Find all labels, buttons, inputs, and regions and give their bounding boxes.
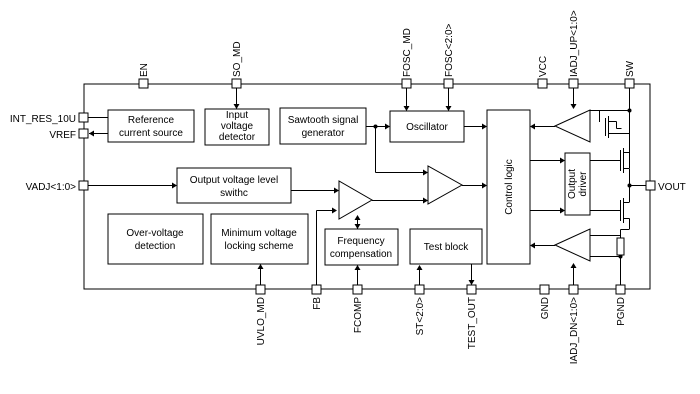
- pin-vadj-label: VADJ<1:0>: [26, 182, 77, 193]
- reference-line-1: Reference: [128, 115, 175, 126]
- output-level-line-1: Output voltage level: [190, 175, 278, 186]
- pin-gnd: GND: [539, 284, 551, 319]
- pin-test-out: TEST_OUT: [466, 264, 478, 349]
- output-driver-line-1: Output: [567, 169, 578, 199]
- pin-int-res-10u: INT_RES_10U: [10, 112, 113, 125]
- pin-int-res-10u-label: INT_RES_10U: [10, 114, 76, 125]
- reference-current-source-block: Reference current source: [107, 109, 195, 143]
- pin-vadj: VADJ<1:0>: [26, 180, 177, 193]
- pin-vcc-label: VCC: [538, 56, 549, 77]
- signal-wires: [291, 123, 565, 249]
- input-detector-line-2: voltage: [221, 121, 254, 132]
- min-voltage-line-1: Minimum voltage: [221, 228, 297, 239]
- sawtooth-line-2: generator: [302, 128, 345, 139]
- error-amplifier: [338, 180, 374, 220]
- pin-so-md-label: SO_MD: [232, 41, 243, 77]
- freq-comp-line-2: compensation: [330, 249, 392, 260]
- min-voltage-line-2: locking scheme: [225, 241, 294, 252]
- pin-iadj-dn: IADJ_DN<1:0>: [568, 263, 580, 364]
- pin-vref-label: VREF: [49, 130, 76, 141]
- test-block-label: Test block: [424, 242, 469, 253]
- input-detector-line-1: Input: [226, 110, 248, 121]
- pin-vout-label: VOUT: [658, 182, 686, 193]
- reference-line-2: current source: [119, 128, 183, 139]
- pin-iadj-up-label: IADJ_UP<1:0>: [569, 10, 580, 77]
- over-voltage-detection-block: Over-voltage detection: [107, 213, 204, 265]
- pin-fb-label: FB: [312, 297, 323, 310]
- pin-fcomp: FCOMP: [352, 265, 364, 333]
- input-detector-line-3: detector: [219, 132, 256, 143]
- pin-fb: FB: [311, 207, 337, 310]
- pin-vref: VREF: [49, 128, 108, 141]
- control-logic-label: Control logic: [504, 159, 515, 215]
- power-stage: [590, 88, 632, 285]
- output-driver-line-2: driver: [578, 171, 589, 197]
- sawtooth-generator-block: Sawtooth signal generator: [279, 107, 367, 145]
- output-level-line-2: swithc: [220, 188, 248, 199]
- pin-fosc-label: FOSC<2:0>: [444, 23, 455, 77]
- over-voltage-line-2: detection: [135, 241, 176, 252]
- pin-iadj-up: IADJ_UP<1:0>: [568, 10, 580, 109]
- pin-fosc-md-label: FOSC_MD: [402, 28, 413, 77]
- pin-pgnd: PGND: [615, 284, 627, 326]
- output-voltage-level-switch-block: Output voltage level swithc: [176, 167, 292, 204]
- pin-en: EN: [138, 63, 150, 89]
- over-voltage-line-1: Over-voltage: [126, 228, 184, 239]
- minimum-voltage-locking-block: Minimum voltage locking scheme: [210, 213, 309, 265]
- pin-uvlo-md-label: UVLO_MD: [256, 297, 267, 345]
- pin-sw-label: SW: [625, 60, 636, 77]
- output-driver-block: Output driver: [564, 152, 591, 216]
- test-block: Test block: [409, 228, 483, 265]
- pin-test-out-label: TEST_OUT: [467, 297, 478, 349]
- pin-gnd-label: GND: [540, 297, 551, 319]
- pin-vcc: VCC: [537, 56, 549, 89]
- freq-comp-line-1: Frequency: [337, 236, 384, 247]
- pwm-comparator: [427, 165, 464, 205]
- lower-current-sense-amp: [553, 228, 591, 262]
- pin-st: ST<2:0>: [414, 265, 426, 336]
- pin-en-label: EN: [139, 63, 150, 77]
- pin-vout: VOUT: [628, 180, 686, 193]
- pin-sw: SW: [624, 60, 636, 89]
- pin-st-label: ST<2:0>: [415, 297, 426, 336]
- input-voltage-detector-block: Input voltage detector: [204, 108, 270, 146]
- control-logic-block: Control logic: [486, 109, 531, 265]
- sawtooth-line-1: Sawtooth signal: [288, 115, 359, 126]
- pin-iadj-dn-label: IADJ_DN<1:0>: [569, 297, 580, 364]
- frequency-compensation-block: Frequency compensation: [324, 228, 399, 266]
- oscillator-label: Oscillator: [406, 122, 448, 133]
- pin-uvlo-md: UVLO_MD: [255, 264, 267, 345]
- upper-current-sense-amp: [553, 109, 591, 143]
- pin-fosc-md: FOSC_MD: [401, 28, 413, 111]
- pin-fcomp-label: FCOMP: [353, 297, 364, 333]
- pin-pgnd-label: PGND: [616, 297, 627, 326]
- pin-so-md: SO_MD: [231, 41, 243, 109]
- oscillator-block: Oscillator: [389, 110, 465, 143]
- pin-fosc: FOSC<2:0>: [443, 23, 455, 111]
